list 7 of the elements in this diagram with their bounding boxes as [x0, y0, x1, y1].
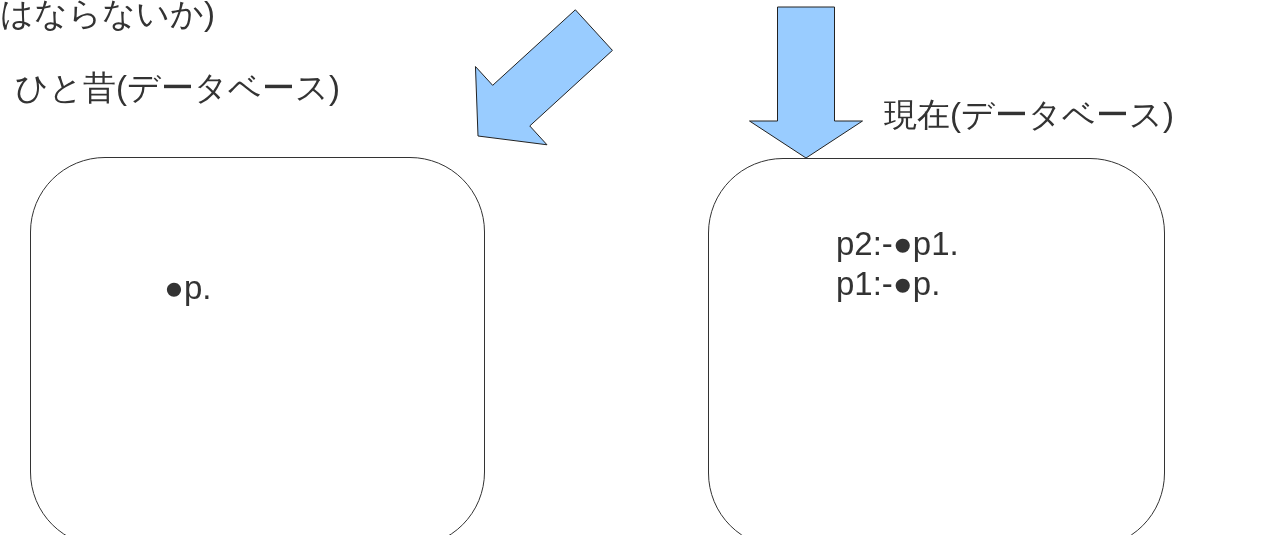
heading-text: ひと昔(データベース): [15, 68, 340, 108]
body-text: ●p.: [164, 268, 213, 308]
note-text: はならないか): [0, 0, 215, 34]
block-arrow: [474, 9, 613, 146]
heading-text: 現在(データベース): [884, 95, 1174, 135]
block-arrow: [749, 6, 863, 159]
body-text: p2:-●p1. p1:-●p.: [836, 224, 960, 304]
